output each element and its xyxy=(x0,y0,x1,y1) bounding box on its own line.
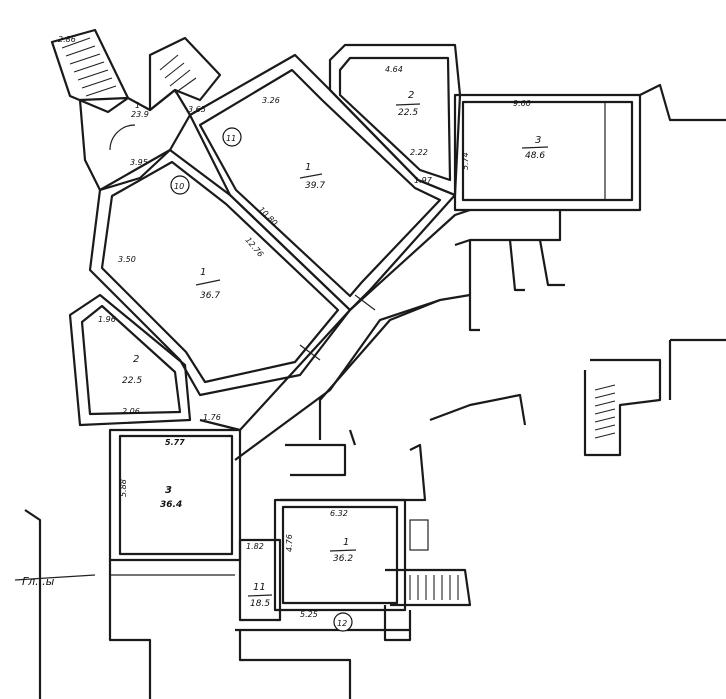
room-label: 1 xyxy=(200,267,206,278)
room-label: 11 xyxy=(253,582,266,593)
room-area: 18.5 xyxy=(250,599,270,609)
room-area: 39.7 xyxy=(305,181,325,191)
dimension-label: 2.22 xyxy=(410,148,428,157)
dimension-label: 1.96 xyxy=(98,315,116,324)
dimension-label: 1.76 xyxy=(203,413,221,422)
small-rooms-right xyxy=(454,210,565,332)
room-area: 36.2 xyxy=(333,554,353,564)
room-label: 2 xyxy=(133,354,139,365)
dimension-label: 3.50 xyxy=(118,255,136,264)
room-label: 1 xyxy=(343,537,349,548)
dimension-label: 3.65 xyxy=(188,105,206,114)
room-area: 36.4 xyxy=(160,500,182,510)
room-area: 36.7 xyxy=(200,291,220,301)
room-right-top-3 xyxy=(453,83,726,212)
dimension-label: 3.95 xyxy=(130,158,148,167)
room-lower-1 xyxy=(273,498,429,612)
dimension-label: 5.25 xyxy=(300,610,318,619)
dimension-label: 1.97 xyxy=(414,176,433,185)
dimension-label: 1.82 xyxy=(246,542,264,551)
room-number-circle: 11 xyxy=(226,134,236,143)
corridor-middle xyxy=(280,298,527,502)
corridor-diagonal xyxy=(199,208,471,461)
outer-outline-bottom xyxy=(14,509,352,699)
room-lower-left xyxy=(108,428,242,576)
room-number-circle: 12 xyxy=(337,619,347,628)
room-area: 22.5 xyxy=(122,376,142,386)
room-area: 48.6 xyxy=(525,151,545,161)
stair-lower-right xyxy=(383,568,472,642)
room-label: 1 xyxy=(135,101,140,110)
room-label: 1 xyxy=(305,162,311,173)
room-upper-left xyxy=(88,148,352,397)
dimension-label: 2.06 xyxy=(122,407,140,416)
room-label: 3 xyxy=(165,485,172,496)
margin-note: Гл...ы xyxy=(22,575,55,588)
stair-block-upper xyxy=(50,28,222,192)
dimension-label: 5.88 xyxy=(119,479,128,497)
dimension-label: 5.77 xyxy=(165,438,185,447)
stair-right xyxy=(583,338,726,457)
room-area: 22.5 xyxy=(398,108,418,118)
room-label: 2 xyxy=(408,90,414,101)
dimension-label: 3.26 xyxy=(262,96,280,105)
room-label: 3 xyxy=(535,135,541,146)
dimension-label: 2.86 xyxy=(58,35,76,44)
dimension-label: 9.60 xyxy=(513,99,531,108)
room-area: 23.9 xyxy=(131,110,149,119)
dimension-label: 4.76 xyxy=(285,534,294,552)
room-number-circle: 10 xyxy=(174,182,184,191)
room-lower-11 xyxy=(235,538,410,632)
dimension-label: 4.64 xyxy=(385,65,403,74)
room-right-top-2 xyxy=(328,43,462,197)
dimension-label: 6.32 xyxy=(330,509,348,518)
room-left-small xyxy=(68,293,192,427)
dimension-label: 5.74 xyxy=(461,152,470,170)
